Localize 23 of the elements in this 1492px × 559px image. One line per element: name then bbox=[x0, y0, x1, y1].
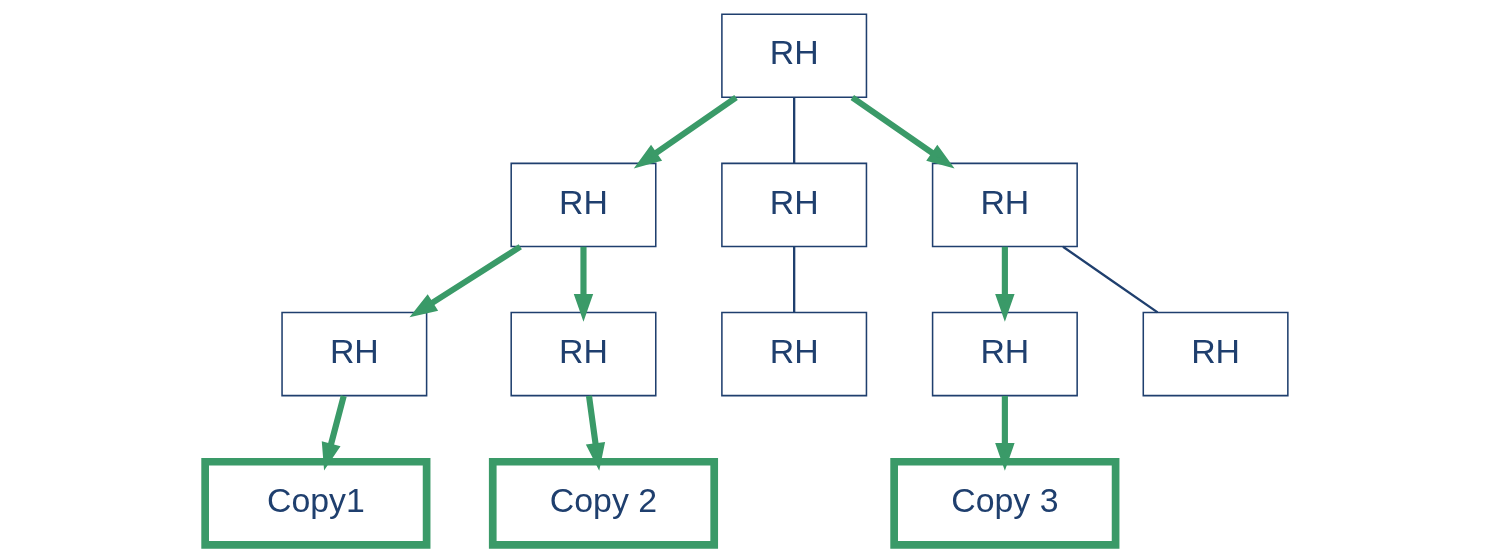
node-box: RH bbox=[280, 311, 427, 397]
connector bbox=[1061, 245, 1158, 314]
connector bbox=[792, 97, 795, 164]
node-box: RH bbox=[509, 311, 657, 397]
node-box: RH bbox=[1142, 311, 1289, 397]
node-box: RH bbox=[720, 311, 867, 397]
arrow bbox=[850, 95, 955, 169]
node-box: Copy 2 bbox=[488, 457, 718, 549]
connector bbox=[792, 246, 795, 313]
arrow bbox=[409, 244, 522, 318]
node-box: RH bbox=[509, 162, 657, 248]
node-box: RH bbox=[931, 162, 1078, 248]
node-box: RH bbox=[931, 311, 1078, 397]
arrow bbox=[994, 246, 1015, 322]
arrow bbox=[633, 95, 738, 169]
arrow bbox=[994, 395, 1015, 471]
node-box: RH bbox=[720, 162, 867, 248]
arrow bbox=[585, 395, 605, 471]
arrow bbox=[321, 395, 347, 471]
node-box: RH bbox=[720, 13, 867, 99]
arrow bbox=[573, 246, 593, 322]
node-box: Copy1 bbox=[200, 457, 430, 549]
node-box: Copy 3 bbox=[889, 457, 1119, 549]
